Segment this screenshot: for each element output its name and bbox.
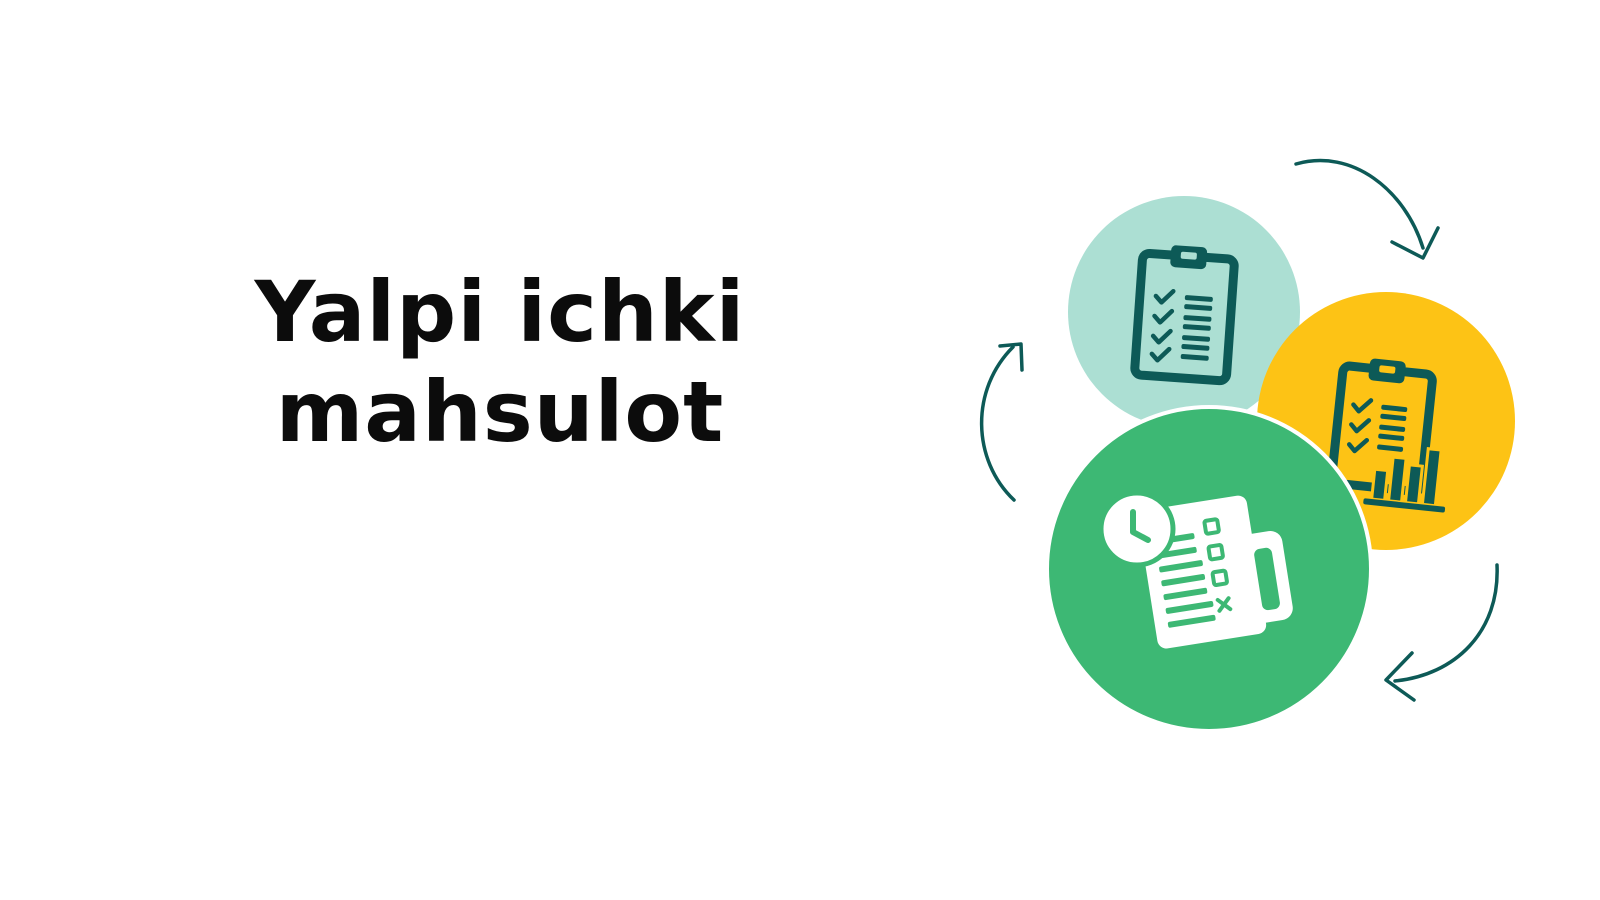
cycle-arrow-icon-left — [979, 342, 1024, 502]
page-title: Yalpi ichki mahsulot — [200, 262, 800, 462]
title-line-1: Yalpi ichki — [254, 263, 746, 361]
clipboard-bar-chart-icon — [1327, 358, 1446, 513]
mint-circle — [1068, 196, 1300, 428]
cycle-arrow-icon-right — [1384, 563, 1499, 702]
green-circle-group — [1045, 405, 1373, 733]
clipboard-checklist-icon — [1130, 245, 1239, 386]
title-line-2: mahsulot — [275, 363, 725, 461]
clock-icon — [1098, 490, 1176, 568]
mint-circle-group — [1068, 196, 1300, 428]
cycle-arrow-icon-top — [1294, 158, 1440, 260]
mini-bar-chart — [1363, 447, 1446, 513]
cycle-arrows — [979, 158, 1499, 702]
